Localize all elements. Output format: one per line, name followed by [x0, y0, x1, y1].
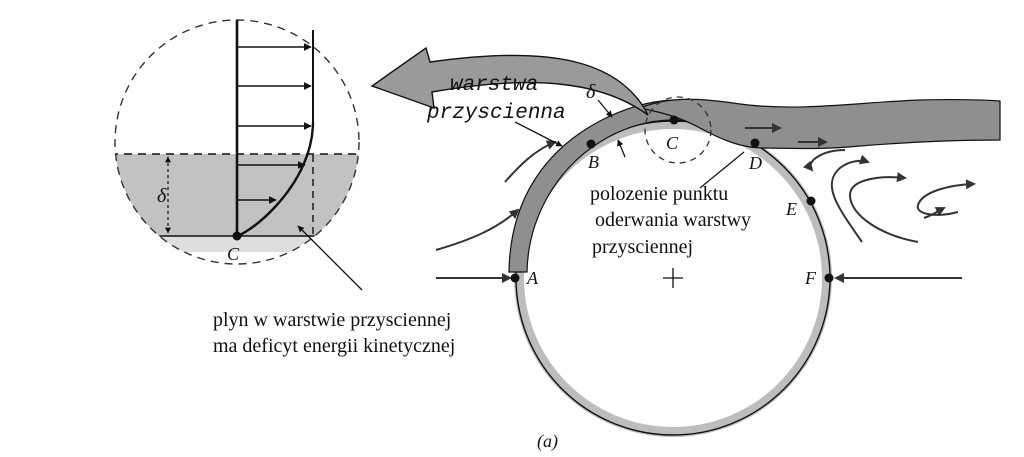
point-f: [824, 273, 834, 283]
inset-velocity-arrows: [237, 43, 312, 204]
boundary-layer-label-line1: warstwa: [450, 74, 538, 97]
fluid-note-pointer: [297, 225, 363, 291]
point-c-highlight-circle: [644, 96, 712, 164]
point-c: [669, 115, 679, 125]
delta-pointer: [597, 99, 613, 118]
label-c: C: [666, 133, 679, 153]
label-b: B: [588, 152, 599, 172]
wake-streamlines: [745, 123, 976, 243]
approach-streamlines: [435, 140, 557, 251]
inset-point-c-label: C: [227, 244, 240, 264]
separation-pointer: [699, 151, 745, 189]
inset-point-c: [232, 231, 242, 241]
figure-caption: (a): [537, 431, 558, 452]
label-e: E: [785, 199, 797, 219]
label-d: D: [748, 153, 762, 173]
boundary-layer-label-line2: przyscienna: [426, 102, 566, 125]
wake-layer: [637, 98, 1001, 150]
svg-text:ma deficyt energii kinetycznej: ma deficyt energii kinetycznej: [213, 335, 455, 357]
label-a: A: [526, 268, 539, 288]
inset-delta-label: δ: [157, 185, 167, 207]
label-f: F: [804, 268, 817, 288]
boundary-layer-pointer: [514, 121, 563, 147]
svg-text:polozenie punktu: polozenie punktu: [590, 183, 728, 205]
cylinder-points: [510, 115, 834, 283]
cylinder: [514, 119, 832, 437]
delta-label: δ: [586, 81, 596, 103]
inset-velocity-profile: [237, 121, 315, 238]
magnify-arrow: [370, 46, 649, 116]
svg-text:przysciennej: przysciennej: [592, 236, 693, 258]
inner-pointer: [617, 139, 626, 158]
point-a: [510, 273, 520, 283]
fluid-note: plyn w warstwie przysciennej ma deficyt …: [213, 309, 455, 357]
point-e: [806, 196, 816, 206]
inset-boundary-layer-shade: [115, 154, 359, 236]
separation-note: polozenie punktu oderwania warstwy przys…: [590, 183, 751, 258]
point-b: [586, 139, 596, 149]
svg-text:plyn w warstwie przysciennej: plyn w warstwie przysciennej: [213, 309, 451, 331]
inset-magnifier: δ C: [114, 19, 360, 265]
point-d: [750, 138, 760, 148]
svg-text:oderwania warstwy: oderwania warstwy: [595, 209, 751, 231]
